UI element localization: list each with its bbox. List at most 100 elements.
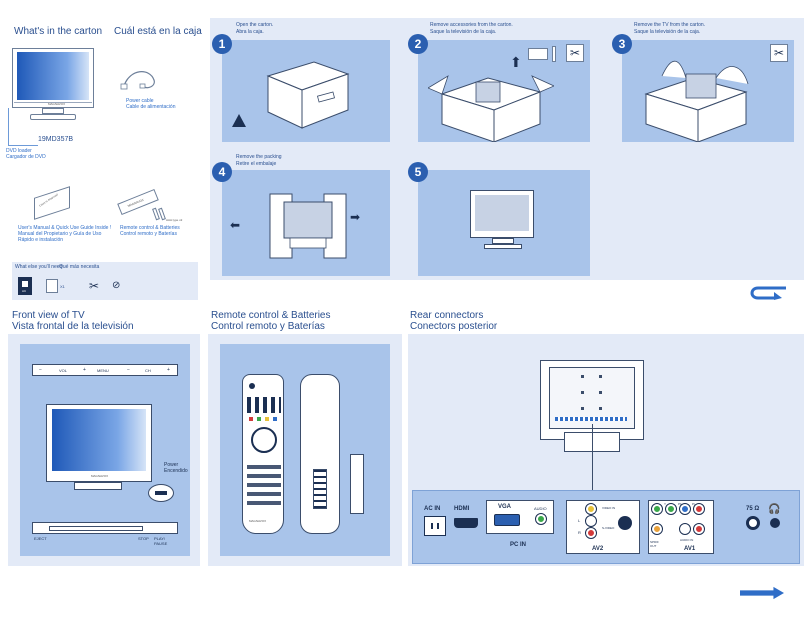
manual-cover-text: User's Manual bbox=[38, 192, 59, 208]
remote-mini-icon bbox=[552, 46, 556, 62]
vol-minus[interactable]: − bbox=[39, 367, 42, 373]
play-pause-label[interactable]: PLAY/ PAUSE bbox=[154, 536, 168, 546]
manual-open-icon bbox=[528, 48, 548, 60]
remote-brand: MAGNAVOX bbox=[249, 519, 267, 523]
stop-label[interactable]: STOP bbox=[138, 536, 149, 541]
battery-pack-icon bbox=[46, 279, 58, 293]
front-tv-brand: MAGNAVOX bbox=[91, 474, 109, 478]
step-2-image: ⬆ ✂ bbox=[418, 40, 590, 142]
front-view-image: − VOL + MENU − CH + MAGNAVOX Power Encen… bbox=[20, 344, 190, 556]
aaa-label: AAA type x2 bbox=[166, 218, 183, 222]
av2-r-label: R bbox=[578, 530, 581, 535]
spdif-label: SPDIF OUT bbox=[650, 540, 659, 548]
av1-pb-label: Pb bbox=[678, 502, 682, 506]
tv-brand: MAGNAVOX bbox=[48, 102, 66, 106]
av2-svideo-label: S-VIDEO bbox=[602, 526, 615, 530]
right-arrow-icon: ➡ bbox=[350, 210, 361, 224]
manual-es-2: Rápido e instalación bbox=[18, 237, 64, 243]
else-needed-panel: What else you'll need Qué más necesita A… bbox=[12, 262, 198, 300]
av2-video-in-label: VIDEO IN bbox=[602, 506, 616, 510]
av2-r-port bbox=[585, 527, 597, 539]
step-1-image bbox=[222, 40, 390, 142]
rear-tv bbox=[540, 360, 644, 440]
step-5-image bbox=[418, 170, 590, 276]
manual-book-icon: User's Manual bbox=[34, 186, 70, 220]
scissors-box-icon-2: ✂ bbox=[770, 44, 788, 62]
front-tv: MAGNAVOX bbox=[46, 404, 152, 482]
dvd-loader-en: DVD loader bbox=[6, 148, 32, 154]
menu-label[interactable]: MENU bbox=[97, 368, 109, 373]
remote-back bbox=[300, 374, 340, 534]
front-title-en: Front view of TV bbox=[12, 310, 85, 321]
outlet-icon: AC bbox=[18, 277, 32, 295]
else-title-en: What else you'll need bbox=[15, 264, 63, 270]
av1-pr-label: Pr bbox=[692, 502, 695, 506]
top-control-bar: − VOL + MENU − CH + bbox=[32, 364, 178, 376]
warning-icon bbox=[232, 114, 246, 127]
step-3-image: ✂ bbox=[622, 40, 794, 142]
ac-in-label: AC IN bbox=[424, 506, 441, 512]
dvd-loader-es: Cargador de DVD bbox=[6, 154, 46, 160]
av2-video-port bbox=[585, 503, 597, 515]
step-2-badge: 2 bbox=[408, 34, 428, 54]
remote-front: MAGNAVOX bbox=[242, 374, 284, 534]
pc-audio-label: AUDIO bbox=[534, 506, 547, 511]
model-number: 19MD357B bbox=[38, 136, 74, 143]
step-3-en: Remove the TV from the carton. bbox=[634, 22, 706, 28]
ch-minus[interactable]: − bbox=[127, 367, 130, 373]
manual-en: User's Manual & Quick Use Guide Inside ! bbox=[18, 225, 112, 231]
step-3-es: Saque la televisión de la caja. bbox=[634, 29, 701, 35]
rear-title-en: Rear connectors bbox=[410, 310, 484, 321]
x1-label: X1 bbox=[60, 284, 65, 289]
pc-in-label: PC IN bbox=[510, 542, 527, 548]
spdif-coax-port bbox=[651, 523, 663, 535]
battery-cover bbox=[350, 454, 364, 514]
hdmi-label: HDMI bbox=[454, 506, 470, 512]
vga-label: VGA bbox=[498, 504, 512, 510]
ch-plus[interactable]: + bbox=[167, 367, 170, 373]
power-es: Encendido bbox=[164, 468, 188, 474]
step-4-badge: 4 bbox=[212, 162, 232, 182]
scissors-icon: ✂ bbox=[88, 279, 100, 293]
av1-y-label: Y bbox=[664, 502, 667, 506]
av2-l-port bbox=[585, 515, 597, 527]
remote-en: Remote control & Batteries bbox=[120, 225, 180, 231]
av1-label: AV1 bbox=[684, 546, 696, 552]
step-4-en: Remove the packing bbox=[236, 154, 282, 160]
vol-label: VOL bbox=[59, 368, 68, 373]
vol-plus[interactable]: + bbox=[83, 367, 86, 373]
remote-title-en: Remote control & Batteries bbox=[211, 310, 331, 321]
power-cable-en: Power cable bbox=[126, 98, 154, 104]
hdmi-port bbox=[454, 518, 478, 528]
remote-brand-small: MAGNAVOX bbox=[127, 197, 145, 208]
power-cable-es: Cable de alimentación bbox=[126, 104, 176, 110]
up-arrow-icon: ⬆ bbox=[510, 54, 522, 70]
ch-label: CH bbox=[145, 368, 151, 373]
av2-svideo-port bbox=[618, 516, 632, 530]
screwdriver-icon: ⊘ bbox=[112, 280, 121, 291]
left-arrow-icon: ⬅ bbox=[230, 218, 241, 232]
rear-title-es: Conectors posterior bbox=[410, 321, 498, 332]
ac-label: AC bbox=[22, 289, 27, 293]
av1-pb-port bbox=[679, 503, 691, 515]
turn-page-arrow-icon[interactable] bbox=[746, 286, 790, 300]
pc-audio-port bbox=[535, 513, 547, 525]
else-title-es: Qué más necesita bbox=[59, 264, 100, 270]
headphone-port bbox=[770, 518, 780, 528]
step-1-es: Abra la caja. bbox=[236, 29, 264, 35]
power-button[interactable] bbox=[148, 484, 174, 502]
power-cable-icon bbox=[120, 71, 155, 90]
av1-r-port bbox=[693, 523, 705, 535]
step-1-en: Open the carton. bbox=[236, 22, 274, 28]
step-1-badge: 1 bbox=[212, 34, 232, 54]
step-4-image: ⬅ ➡ bbox=[222, 170, 390, 276]
front-title-es: Vista frontal de la televisión bbox=[12, 321, 134, 332]
tv-illustration: MAGNAVOX bbox=[12, 48, 94, 122]
av2-l-label: L bbox=[578, 518, 581, 523]
next-page-arrow-icon[interactable] bbox=[740, 586, 784, 600]
eject-label[interactable]: EJECT bbox=[34, 536, 47, 541]
av1-l-port bbox=[679, 523, 691, 535]
step-4-es: Retire el embalaje bbox=[236, 161, 277, 167]
av2-label: AV2 bbox=[592, 546, 604, 552]
av1-y-port bbox=[665, 503, 677, 515]
